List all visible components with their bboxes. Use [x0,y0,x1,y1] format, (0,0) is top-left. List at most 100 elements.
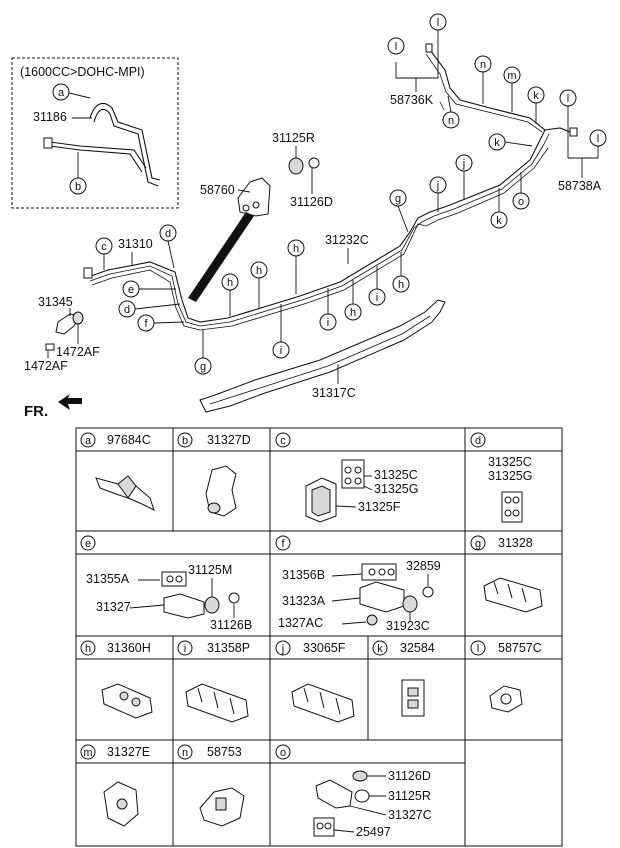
cell-e: e 31355A 31125M 31327 31126B [80,535,252,632]
callout-i3: i [368,266,386,306]
label-1472AF-b: 1472AF [24,359,68,373]
svg-text:g: g [395,193,401,205]
callout-k1: k [490,188,508,229]
callout-a-inset: a [52,83,91,101]
svg-text:31325C: 31325C [488,455,532,469]
callout-j1: j [429,176,447,212]
callout-m: m [503,66,521,112]
callout-j2: j [455,154,473,200]
svg-text:31923C: 31923C [386,619,430,633]
svg-text:j: j [436,180,439,192]
svg-text:i: i [376,292,378,304]
svg-text:d: d [475,435,481,447]
callout-h5: h [392,252,410,293]
callout-n2: n [442,95,460,129]
svg-text:f: f [144,318,148,330]
cell-i: i 31358P [177,640,250,723]
callout-b-inset: b [69,152,87,195]
label-31125R: 31125R [272,131,315,145]
callout-l2: l [387,37,405,55]
svg-text:31125M: 31125M [188,563,232,577]
svg-text:g: g [200,361,206,373]
callout-l1: l [429,13,447,31]
main-fuel-lines [87,49,576,331]
cell-k: k 32584 [372,640,435,717]
svg-text:i: i [327,317,329,329]
cell-h: h 31360H [80,640,153,719]
label-31232C: 31232C [325,233,369,247]
svg-text:31360H: 31360H [107,641,151,655]
cell-f: f 31356B 32859 31323A 1327AC 31923C [275,535,441,633]
svg-text:a: a [85,435,92,447]
callout-c: c [95,237,113,270]
cell-b: b 31327D [177,432,251,517]
inset-pipe [49,145,143,173]
front-arrow-icon [58,394,82,410]
callout-f: f [137,314,185,332]
label-31345: 31345 [38,295,73,309]
inset-box [11,57,179,209]
callout-l4: l [589,129,607,147]
inset-title: (1600CC>DOHC-MPI) [20,65,145,79]
svg-text:25497: 25497 [356,825,391,839]
callout-k2: k [488,133,533,151]
callout-l3: l [559,89,577,107]
svg-text:33065F: 33065F [303,641,346,655]
svg-text:31325C: 31325C [374,468,418,482]
inset-pipe [93,108,159,187]
svg-text:c: c [280,435,286,447]
label-58760: 58760 [200,183,235,197]
cell-d: d 31325C 31325G [470,432,532,523]
svg-text:k: k [377,643,383,655]
svg-text:31327: 31327 [96,600,131,614]
svg-text:l: l [437,17,439,29]
callout-e: e [122,280,176,298]
cell-j: j 33065F [275,640,355,723]
parts-table-grid [75,427,563,847]
svg-text:h: h [398,279,404,291]
svg-text:31355A: 31355A [86,572,130,586]
cell-g: g 31328 [470,535,543,613]
svg-text:32859: 32859 [406,559,441,573]
svg-text:1327AC: 1327AC [278,616,323,630]
inset-pipe [89,102,161,181]
svg-text:e: e [128,284,134,296]
svg-text:31126B: 31126B [210,618,252,632]
cell-m: m 31327E [80,744,150,827]
svg-text:l: l [567,93,569,105]
label-31310: 31310 [118,237,153,251]
svg-text:32584: 32584 [400,641,435,655]
callout-h1: h [221,273,239,316]
svg-text:b: b [75,181,81,193]
callout-o: o [512,172,530,210]
label-31317C: 31317C [312,386,356,400]
svg-text:31325F: 31325F [358,500,401,514]
svg-text:h: h [256,265,262,277]
callout-d-top: d [159,224,177,269]
label-58736K: 58736K [390,93,434,107]
label-31186: 31186 [33,110,67,124]
svg-text:k: k [533,90,539,102]
bracket-58760 [237,157,320,217]
cell-a: a 97684C [80,432,155,511]
svg-text:g: g [475,538,481,550]
svg-text:a: a [58,87,65,99]
svg-text:j: j [462,158,465,170]
connector [425,43,433,53]
svg-text:31358P: 31358P [207,641,250,655]
svg-text:k: k [494,137,500,149]
label-1472AF-a: 1472AF [56,345,100,359]
svg-text:31325G: 31325G [374,482,418,496]
cell-l: l 58757C [470,640,542,713]
svg-text:d: d [124,304,130,316]
cell-o: o 31126D 31125R 31327C 25497 [275,744,432,839]
front-indicator: FR. [24,403,48,420]
svg-text:j: j [281,643,284,655]
svg-text:h: h [293,243,299,255]
inset-pipe [49,141,147,169]
svg-text:d: d [165,228,171,240]
callout-h2: h [250,261,268,308]
svg-text:i: i [280,345,282,357]
svg-text:31325G: 31325G [488,469,532,483]
